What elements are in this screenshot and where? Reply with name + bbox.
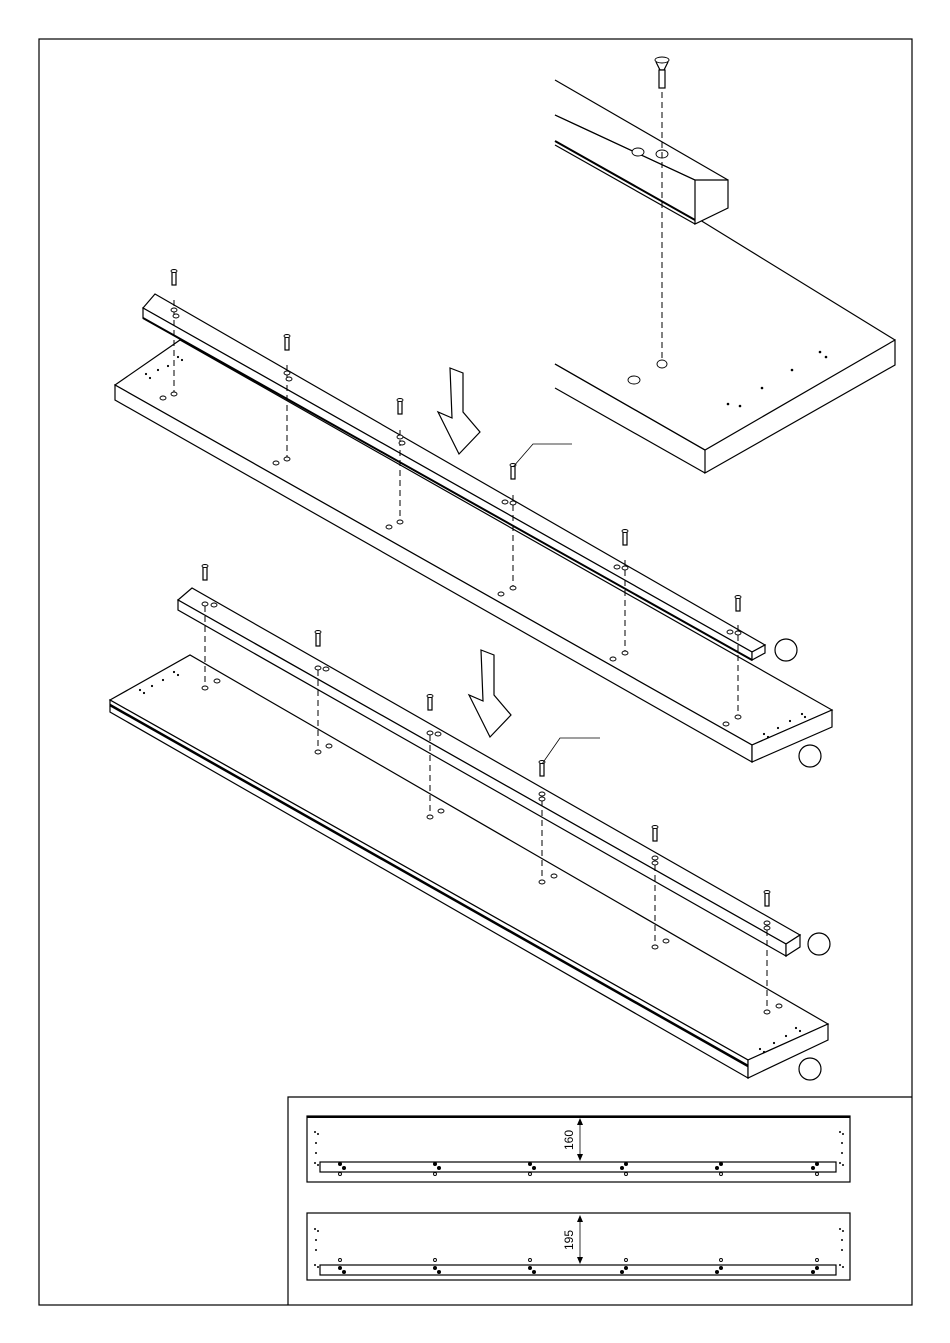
inset-panel: 160 (288, 1097, 912, 1305)
screw-icon (764, 891, 770, 907)
dimension-label-bottom: 195 (562, 1230, 576, 1250)
screw-icon (202, 565, 208, 581)
upper-rail (143, 294, 765, 652)
screw-icon (655, 57, 669, 88)
plan-view-bottom: 195 (307, 1213, 850, 1280)
detail-rail (555, 115, 728, 224)
screw-icon (652, 826, 658, 842)
screw-icon (735, 596, 741, 612)
board-hole (628, 376, 640, 384)
callout-circle-1 (775, 639, 797, 661)
callout-circle-2 (799, 745, 821, 767)
screw-icon (427, 695, 433, 711)
callout-circle-4 (799, 1058, 821, 1080)
plan-view-top: 160 (307, 1116, 850, 1182)
screw-icon (284, 335, 290, 351)
down-arrow-icon (469, 650, 511, 737)
callout-circle-3 (808, 933, 830, 955)
screw-icon (315, 631, 321, 647)
screw-icon (539, 761, 545, 777)
down-arrow-icon (438, 368, 480, 454)
board-hole (657, 360, 667, 368)
screw-icon (622, 530, 628, 546)
dimension-label-top: 160 (562, 1130, 576, 1150)
rail-hole (632, 148, 644, 156)
screw-icon (397, 399, 403, 415)
detail-board (555, 340, 895, 473)
screw-icon (171, 270, 177, 286)
screw-icon (510, 464, 516, 480)
detail-view (555, 57, 895, 473)
